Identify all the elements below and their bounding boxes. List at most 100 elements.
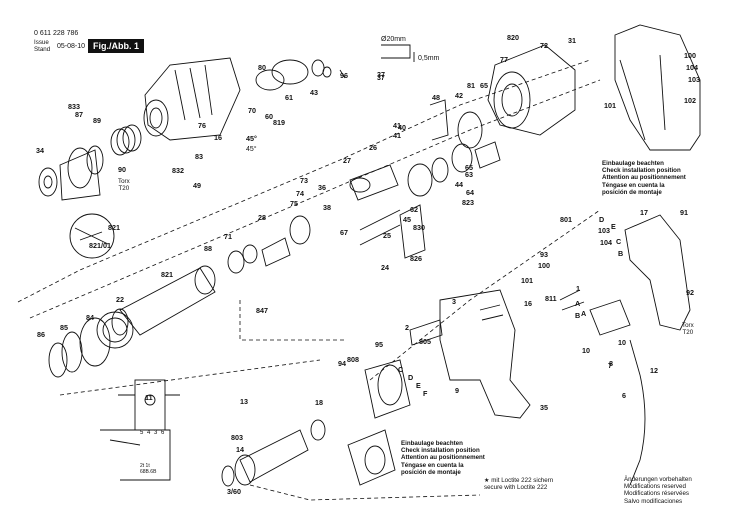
- torx-label-right: Torx T20: [682, 322, 694, 337]
- issue-label: Issue Stand: [34, 39, 51, 54]
- part-callout: 77: [500, 55, 508, 64]
- part-callout: 821: [161, 270, 173, 279]
- part-callout: 811: [545, 294, 557, 303]
- part-callout: 87: [75, 110, 83, 119]
- part-callout: 85: [60, 323, 68, 332]
- part-callout: 76: [198, 121, 206, 130]
- part-callout: 45°: [246, 134, 257, 143]
- part-callout: 101: [521, 276, 533, 285]
- part-callout: 38: [323, 203, 331, 212]
- part-callout: 100: [538, 261, 550, 270]
- part-callout: 28: [258, 213, 266, 222]
- part-callout: 13: [240, 397, 248, 406]
- part-callout: 832: [172, 166, 184, 175]
- part-callout: 80: [258, 63, 266, 72]
- part-callout: 803: [231, 433, 243, 442]
- part-callout: 101: [604, 101, 616, 110]
- part-callout: 104: [686, 63, 698, 72]
- part-callout: A: [575, 299, 580, 308]
- part-callout: 103: [598, 226, 610, 235]
- armature: [221, 419, 326, 487]
- detail-inset: [69, 213, 115, 259]
- rear-handle: [624, 214, 691, 331]
- doc-number: 0 611 228 786: [34, 30, 79, 37]
- assembly-lines: [17, 59, 601, 501]
- wiring-schematic: [100, 379, 180, 481]
- part-callout: 22: [116, 295, 124, 304]
- part-callout: 104: [600, 238, 612, 247]
- part-callout: 1: [576, 284, 580, 293]
- part-callout: F: [423, 389, 428, 398]
- part-callout: 103: [688, 75, 700, 84]
- part-callout: D: [408, 373, 413, 382]
- part-callout: C: [616, 237, 621, 246]
- part-callout: 25: [383, 231, 391, 240]
- part-callout: 48: [432, 93, 440, 102]
- part-callout: 84: [86, 313, 94, 322]
- part-callout: 18: [315, 398, 323, 407]
- part-callout: 821: [108, 223, 120, 232]
- part-callout: 2: [405, 323, 409, 332]
- part-callout: E: [416, 381, 421, 390]
- wiring-bottom-label: 2t 1t 68B.6B: [140, 463, 157, 475]
- part-callout: 94: [338, 359, 346, 368]
- part-callout: 45: [403, 215, 411, 224]
- stator: [364, 359, 411, 419]
- part-callout: 9: [455, 386, 459, 395]
- part-callout: 6: [622, 391, 626, 400]
- part-callout: 86: [37, 330, 45, 339]
- part-callout: 26: [369, 143, 377, 152]
- part-callout: 3: [452, 297, 456, 306]
- wiring-digits: 5 4 3 6: [140, 430, 166, 436]
- part-callout: 16: [214, 133, 222, 142]
- part-callout: 3/60: [227, 487, 241, 496]
- part-callout: 100: [684, 51, 696, 60]
- hammer-mechanism: [349, 141, 501, 259]
- part-callout: 35: [540, 403, 548, 412]
- part-callout: 37: [377, 70, 385, 79]
- part-callout: 62: [410, 205, 418, 214]
- part-callout: 820: [507, 33, 519, 42]
- part-callout: 72: [540, 41, 548, 50]
- part-callout: 65: [465, 163, 473, 172]
- part-callout: 89: [93, 116, 101, 125]
- part-callout: D: [599, 215, 604, 224]
- part-callout: 75: [290, 199, 298, 208]
- cable: [629, 339, 646, 486]
- motor-housing: [409, 289, 531, 419]
- figure-label: Fig./Abb. 1: [88, 39, 144, 53]
- part-callout: 808: [347, 355, 359, 364]
- loctite-note: ★ mit Loctite 222 sichern secure with Lo…: [484, 477, 554, 492]
- part-callout: 88: [204, 244, 212, 253]
- spindle: [111, 215, 311, 336]
- part-callout: 74: [296, 189, 304, 198]
- part-callout: 14: [236, 445, 244, 454]
- part-callout: 31: [568, 36, 576, 45]
- part-callout: 10: [618, 338, 626, 347]
- part-callout: 41: [393, 121, 401, 130]
- part-callout: 41: [393, 131, 401, 140]
- part-callout: 847: [256, 306, 268, 315]
- part-callout: 95: [375, 340, 383, 349]
- part-callout: 43: [310, 88, 318, 97]
- part-callout: 34: [36, 146, 44, 155]
- part-callout: 91: [680, 208, 688, 217]
- part-callout: 8: [609, 359, 613, 368]
- part-callout: 63: [465, 170, 473, 179]
- dimension-part-number: 37: [377, 75, 385, 82]
- part-callout: 819: [273, 118, 285, 127]
- part-callout: 36: [318, 183, 326, 192]
- part-callout: B: [575, 311, 580, 320]
- part-callout: 24: [381, 263, 389, 272]
- switch: [559, 289, 631, 336]
- part-callout: 61: [285, 93, 293, 102]
- install-note-top: Einbaulage beachten Check installation p…: [602, 160, 686, 196]
- part-callout: 42: [455, 91, 463, 100]
- part-callout: 805: [419, 337, 431, 346]
- part-callout: 102: [684, 96, 696, 105]
- part-callout: 93: [540, 250, 548, 259]
- part-callout: 49: [193, 181, 201, 190]
- part-callout: 830: [413, 223, 425, 232]
